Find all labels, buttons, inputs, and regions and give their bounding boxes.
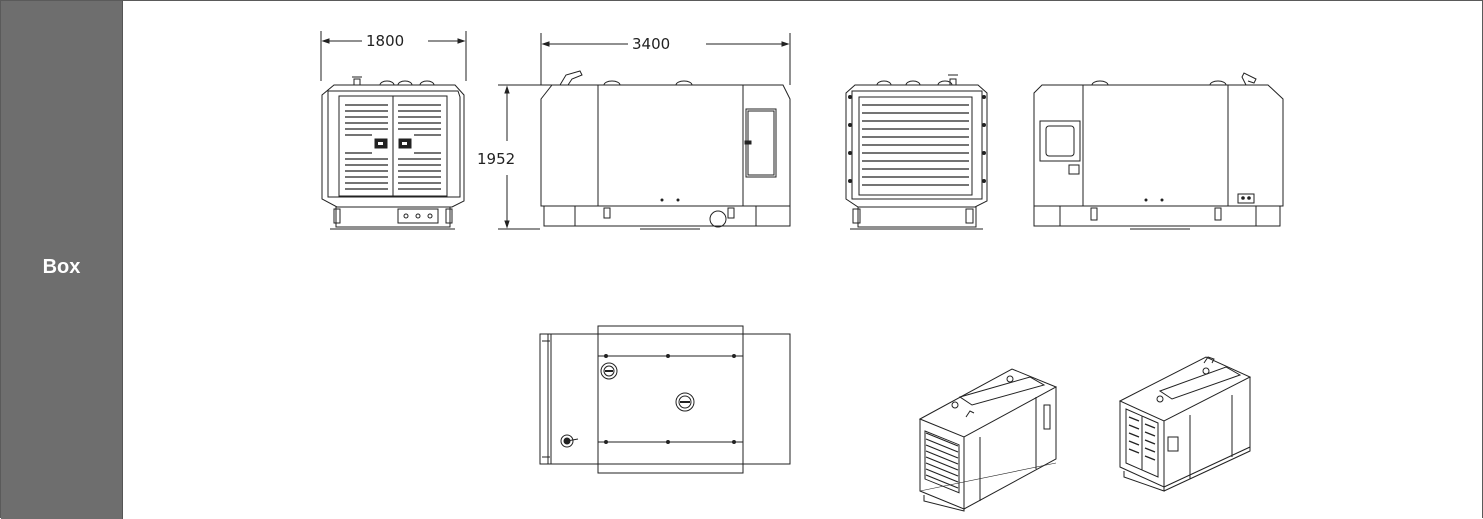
side-view-right <box>1033 72 1284 230</box>
iso-view-rear <box>918 368 1058 512</box>
category-label: Box <box>42 256 81 278</box>
category-sidebar: Box <box>1 1 123 519</box>
width-dimension-label: 1800 <box>366 32 404 50</box>
height-dimension-label: 1952 <box>477 150 515 168</box>
rear-view <box>845 74 988 230</box>
length-dimension-label: 3400 <box>632 35 670 53</box>
technical-drawing: 1800 3400 1952 <box>320 31 1284 512</box>
iso-view-front <box>1118 356 1252 492</box>
top-view <box>539 325 791 474</box>
width-dimension <box>320 31 467 81</box>
front-view <box>321 76 465 230</box>
side-view-left <box>540 70 791 230</box>
length-dimension <box>540 33 791 85</box>
height-dimension <box>498 84 560 230</box>
